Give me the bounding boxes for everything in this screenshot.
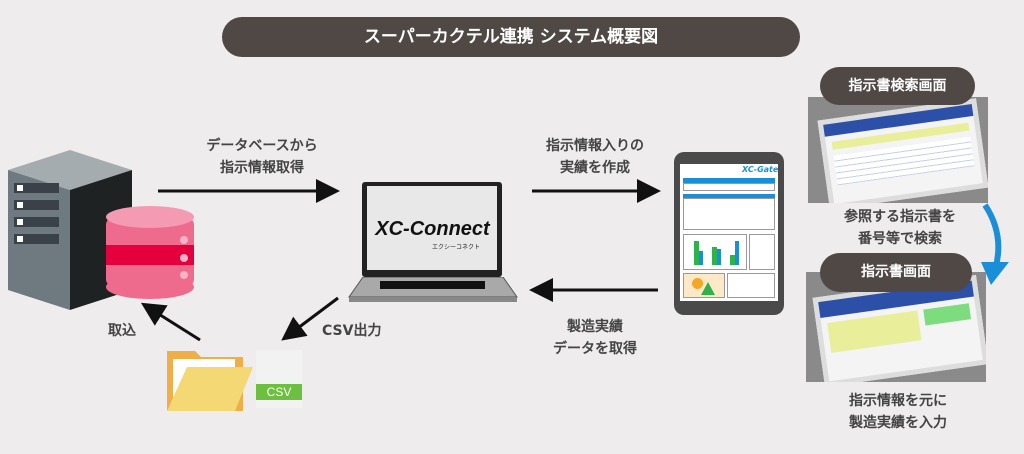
- xc-connect-sub: エクシーコネクト: [432, 244, 481, 251]
- page-title: スーパーカクテル連携 システム概要図: [222, 17, 800, 57]
- csv-file-icon: CSV: [256, 350, 302, 408]
- label-db-to-pc: データベースから指示情報取得: [206, 138, 318, 176]
- image-placeholder-icon: [683, 273, 725, 298]
- folder-icon: [167, 351, 253, 411]
- search-screen-photo: [808, 97, 988, 203]
- xc-connect-logo: XC-Connect: [375, 218, 490, 240]
- xc-gate-logo: XC-Gate: [742, 165, 779, 174]
- label-csv-out: CSV出力: [322, 323, 382, 339]
- search-screen-title: 指示書検索画面: [820, 67, 975, 105]
- tablet-xc-gate: XC-Gate: [674, 152, 784, 315]
- search-caption: 参照する指示書を番号等で検索: [844, 209, 956, 247]
- arrow-csv-out: [281, 296, 339, 341]
- flow-arrows: [140, 179, 661, 342]
- instruction-screen-title: 指示書画面: [820, 253, 972, 292]
- laptop-base: [348, 277, 518, 302]
- arrow-import: [140, 302, 201, 342]
- laptop-xc-connect: XC-Connect エクシーコネクト: [362, 182, 502, 277]
- label-pc-to-tablet: 指示情報入りの実績を作成: [546, 138, 644, 176]
- database-icon: [106, 206, 194, 299]
- label-import: 取込: [108, 323, 136, 339]
- label-tablet-to-pc: 製造実績データを取得: [553, 319, 637, 357]
- curved-arrow-icon: [981, 203, 1009, 285]
- bar-chart-icon: [683, 234, 747, 270]
- instruction-caption: 指示情報を元に製造実績を入力: [849, 393, 947, 431]
- server-icon: [8, 150, 132, 310]
- csv-badge: CSV: [256, 384, 302, 400]
